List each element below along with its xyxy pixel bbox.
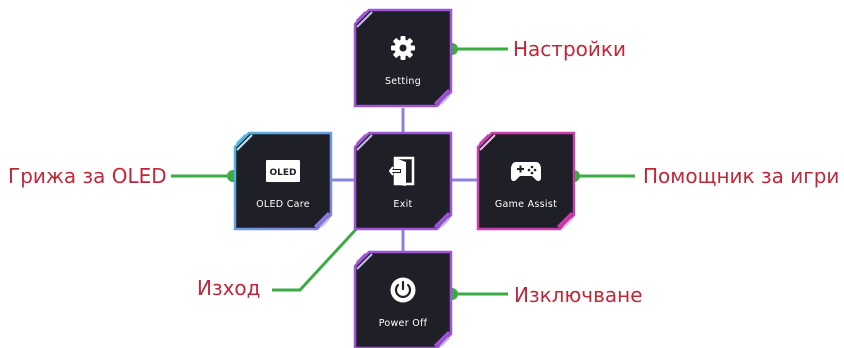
callout-power-off: Изключване xyxy=(514,283,643,307)
tile-frame xyxy=(476,131,576,231)
gear-icon xyxy=(383,30,423,66)
callout-setting: Настройки xyxy=(513,37,626,61)
leader-line-exit xyxy=(272,223,362,292)
oled-icon: OLED xyxy=(263,153,303,189)
power-off-tile-label: Power Off xyxy=(378,318,428,329)
power-off-tile[interactable]: Power Off xyxy=(353,250,453,348)
exit-tile[interactable]: Exit xyxy=(353,131,453,231)
leader-lines xyxy=(171,47,635,296)
callout-exit: Изход xyxy=(197,276,261,300)
game-assist-tile[interactable]: Game Assist xyxy=(476,131,576,231)
exit-tile-label: Exit xyxy=(393,199,413,210)
power-icon xyxy=(383,272,423,308)
setting-tile-label: Setting xyxy=(384,76,422,87)
game-assist-tile-label: Game Assist xyxy=(494,199,558,210)
gamepad-icon xyxy=(506,153,546,189)
oled-icon-text: OLED xyxy=(269,168,296,178)
oled-care-tile-label: OLED Care xyxy=(256,199,310,210)
exit-door-icon xyxy=(383,153,423,189)
setting-tile[interactable]: Setting xyxy=(353,8,453,108)
callout-game-assist: Помощник за игри xyxy=(643,164,840,188)
callout-oled-care: Грижа за OLED xyxy=(8,164,167,188)
oled-care-tile[interactable]: OLED OLED Care xyxy=(233,131,333,231)
